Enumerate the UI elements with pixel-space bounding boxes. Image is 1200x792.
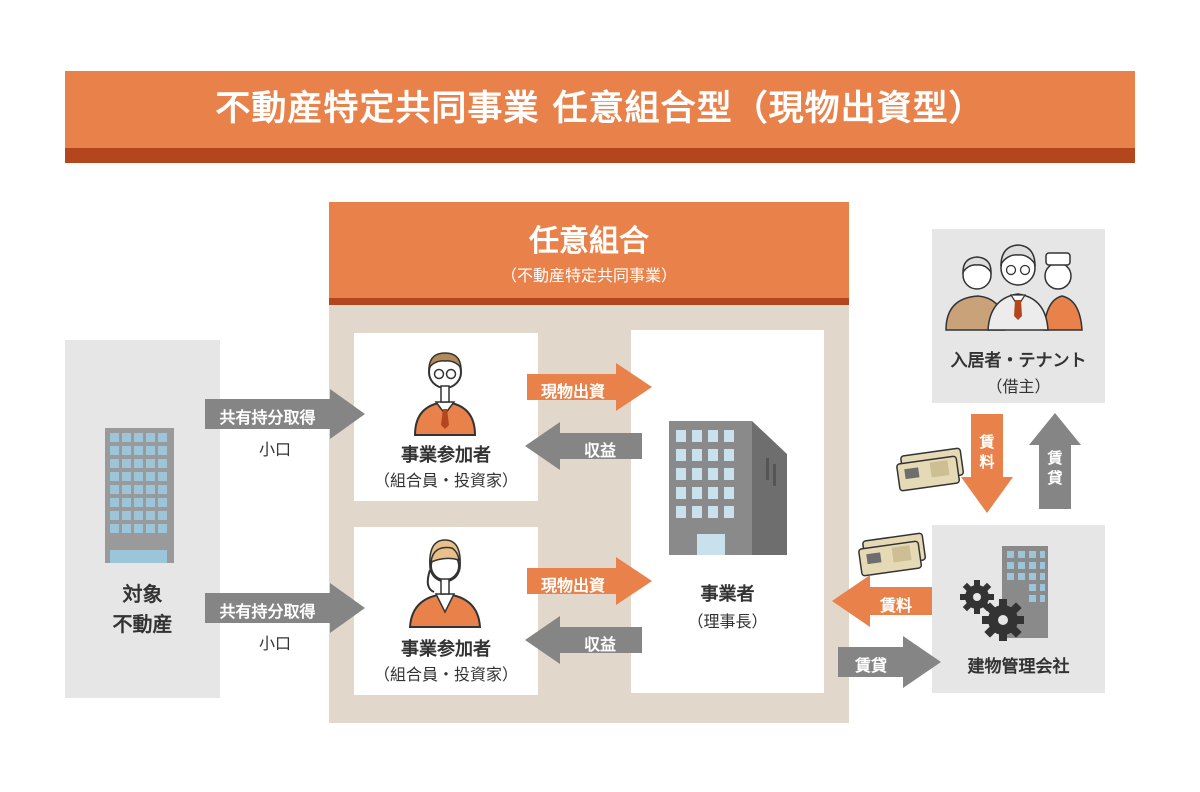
return-arrow-1 [525, 422, 642, 470]
property-label-line2: 不動産 [112, 612, 173, 636]
title-bar-shadow [65, 148, 1135, 163]
operator-name: 事業者 [700, 584, 755, 605]
contribution-arrow-2 [527, 557, 652, 605]
page-title: 不動産特定共同事業 任意組合型（現物出資型） [215, 89, 985, 129]
union-title: 任意組合 [529, 224, 649, 259]
money-bundle-icon [896, 447, 965, 492]
lease-up-arrow [1029, 413, 1081, 509]
union-subtitle: （不動産特定共同事業） [500, 266, 677, 285]
property-label-line1: 対象 [122, 582, 163, 606]
participant-name-2: 事業参加者 [401, 639, 491, 660]
acquire-note-2: 小口 [258, 634, 291, 653]
union-header-shadow [329, 298, 849, 305]
contribution-arrow-1 [527, 363, 652, 411]
participant-woman-icon [408, 539, 482, 628]
manager-lease-arrow [838, 636, 941, 688]
tenant-role: （借主） [986, 377, 1051, 396]
management-building-icon [1002, 546, 1048, 638]
manager-rent-arrow [832, 575, 932, 627]
return-label-1: 収益 [583, 441, 616, 460]
operator-role: （理事長） [687, 612, 768, 631]
money-bundle-icon-2 [858, 532, 927, 577]
participant-name-1: 事業参加者 [401, 445, 491, 466]
tenant-people-icon [945, 244, 1083, 331]
contribution-label-2: 現物出資 [540, 576, 605, 595]
contribution-label-1: 現物出資 [540, 382, 605, 401]
rent-down-label: 賃料 [979, 433, 995, 471]
return-arrow-2 [525, 616, 642, 664]
return-label-2: 収益 [583, 635, 616, 654]
manager-rent-label: 賃料 [879, 596, 912, 615]
manager-lease-label: 賃貸 [854, 656, 887, 675]
tenant-name: 入居者・テナント [950, 351, 1087, 371]
title-bar [65, 71, 1135, 148]
manager-name: 建物管理会社 [967, 657, 1070, 677]
lease-up-label: 賃貸 [1047, 449, 1063, 487]
acquire-label-2: 共有持分取得 [219, 602, 316, 621]
acquire-arrow-1 [205, 389, 365, 439]
union-header [329, 202, 849, 298]
building-icon-left [105, 428, 174, 563]
acquire-arrow-2 [205, 583, 365, 633]
acquire-note-1: 小口 [258, 440, 291, 459]
rent-down-arrow [961, 414, 1013, 513]
operator-building-icon [669, 421, 787, 555]
participant-man-icon [413, 352, 477, 436]
participant-role-1: （組合員・投資家） [373, 471, 518, 490]
participant-role-2: （組合員・投資家） [373, 665, 518, 684]
acquire-label-1: 共有持分取得 [219, 408, 316, 427]
gear-icon [960, 580, 1024, 641]
